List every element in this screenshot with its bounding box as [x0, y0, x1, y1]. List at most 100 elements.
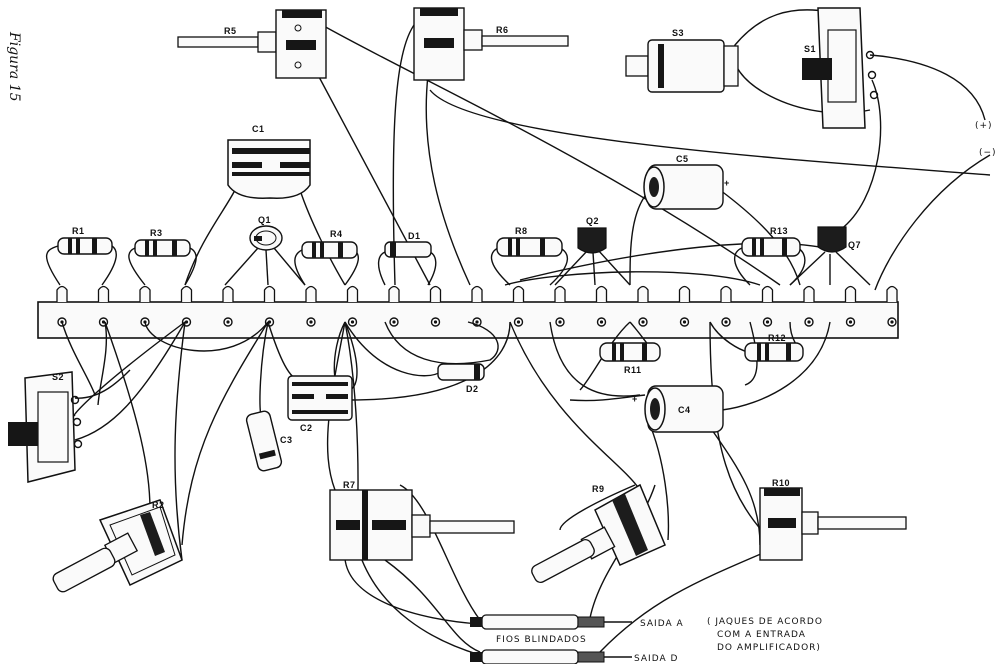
- transistor-q2: Q2: [577, 216, 607, 254]
- label-out-d: SAIDA D: [634, 654, 678, 664]
- label-out-a: SAIDA A: [640, 619, 684, 629]
- strip-hole-center: [807, 320, 811, 324]
- strip-hole-center: [848, 320, 853, 324]
- label-r2: R2: [152, 500, 165, 510]
- solder-lug: [678, 285, 691, 302]
- solder-lug: [263, 285, 276, 302]
- label-s2: S2: [52, 372, 64, 382]
- solder-lug: [388, 285, 400, 302]
- terminal-strip: [37, 285, 899, 339]
- solder-lug: [595, 285, 608, 302]
- label-r13: R13: [770, 226, 788, 236]
- potentiometer-r9: R9: [531, 483, 666, 583]
- potentiometer-r10: R10: [759, 478, 907, 561]
- resistor-r4: R4: [294, 229, 359, 286]
- label-r9: R9: [592, 484, 605, 494]
- label-r5: R5: [224, 26, 237, 36]
- c5-plus-mark: +: [724, 178, 730, 188]
- solder-lug: [471, 285, 483, 302]
- solder-lug: [97, 285, 110, 302]
- solder-lug: [720, 285, 732, 302]
- solder-lug: [180, 285, 193, 302]
- label-r8: R8: [515, 226, 528, 236]
- strip-hole-center: [226, 320, 230, 324]
- label-q7: Q7: [848, 240, 861, 250]
- solder-lug: [56, 285, 68, 302]
- label-r6: R6: [496, 25, 509, 35]
- transistor-q1: Q1: [249, 215, 283, 251]
- strip-hole-center: [309, 320, 313, 324]
- label-r1: R1: [72, 226, 85, 236]
- solder-lug: [637, 285, 649, 302]
- resistor-r12: R12: [744, 333, 804, 362]
- label-c3: C3: [280, 435, 293, 445]
- strip-hole-center: [184, 320, 189, 324]
- solder-lug: [139, 285, 151, 302]
- capacitor-c2: C2: [287, 375, 353, 433]
- label-r10: R10: [772, 478, 790, 488]
- strip-hole-center: [350, 320, 355, 324]
- label-r3: R3: [150, 228, 163, 238]
- potentiometer-r2: R2: [52, 499, 183, 593]
- note-line-3: DO AMPLIFICADOR): [717, 643, 821, 653]
- solder-lug: [305, 285, 317, 302]
- label-negative: (−): [979, 148, 997, 158]
- potentiometer-r6: R6: [413, 7, 569, 81]
- strip-hole-center: [724, 320, 728, 324]
- solder-lug: [512, 285, 525, 302]
- potentiometer-r7: R7: [329, 480, 515, 561]
- solder-lug: [429, 285, 442, 302]
- label-r12: R12: [768, 333, 786, 343]
- strip-hole-center: [101, 320, 106, 324]
- label-d1: D1: [408, 231, 421, 241]
- label-c5: C5: [676, 154, 689, 164]
- strip-hole-center: [641, 320, 645, 324]
- solder-lug: [844, 285, 857, 302]
- switch-s2: S2: [8, 371, 83, 483]
- strip-hole-center: [558, 320, 562, 324]
- strip-hole-center: [682, 320, 687, 324]
- solder-lug: [803, 285, 815, 302]
- label-r11: R11: [624, 365, 642, 375]
- resistor-r11: R11: [599, 342, 661, 375]
- label-r7: R7: [343, 480, 356, 490]
- resistor-r8: R8: [490, 226, 569, 286]
- strip-hole-center: [433, 320, 438, 324]
- capacitor-c1: C1: [227, 124, 311, 199]
- c4-plus-mark: +: [632, 394, 638, 404]
- capacitor-c3: C3: [245, 410, 292, 472]
- figure-caption: Figura 15: [6, 31, 22, 102]
- switch-s1: S1: [802, 7, 879, 129]
- capacitor-c4: C4 +: [632, 385, 724, 433]
- diode-d1: D1: [377, 231, 437, 286]
- solder-lug: [886, 285, 898, 302]
- resistor-r1: R1: [45, 226, 117, 286]
- solder-lug: [222, 285, 234, 302]
- label-s1: S1: [804, 44, 816, 54]
- strip-hole-center: [765, 320, 770, 324]
- solder-lug: [761, 285, 774, 302]
- capacitor-c5: C5 +: [643, 154, 730, 210]
- strip-hole-center: [599, 320, 604, 324]
- label-r4: R4: [330, 229, 343, 239]
- label-q2: Q2: [586, 216, 599, 226]
- solder-lug: [554, 285, 566, 302]
- strip-hole-center: [475, 320, 479, 324]
- label-s3: S3: [672, 28, 684, 38]
- note-line-1: ( JAQUES DE ACORDO: [707, 617, 823, 627]
- note-line-2: COM A ENTRADA: [717, 630, 806, 640]
- shielded-cable-d: [470, 649, 632, 664]
- strip-hole-center: [890, 320, 894, 324]
- label-d2: D2: [466, 384, 479, 394]
- solder-lug: [346, 285, 359, 302]
- shielded-cable-a: [470, 614, 632, 630]
- strip-hole-center: [392, 320, 396, 324]
- resistor-r13: R13: [734, 226, 806, 286]
- strip-hole-center: [516, 320, 521, 324]
- label-q1: Q1: [258, 215, 271, 225]
- label-c2: C2: [300, 423, 313, 433]
- resistor-r3: R3: [128, 228, 197, 286]
- diode-d2: D2: [437, 363, 485, 394]
- label-shielded-wires: FIOS BLINDADOS: [496, 635, 587, 645]
